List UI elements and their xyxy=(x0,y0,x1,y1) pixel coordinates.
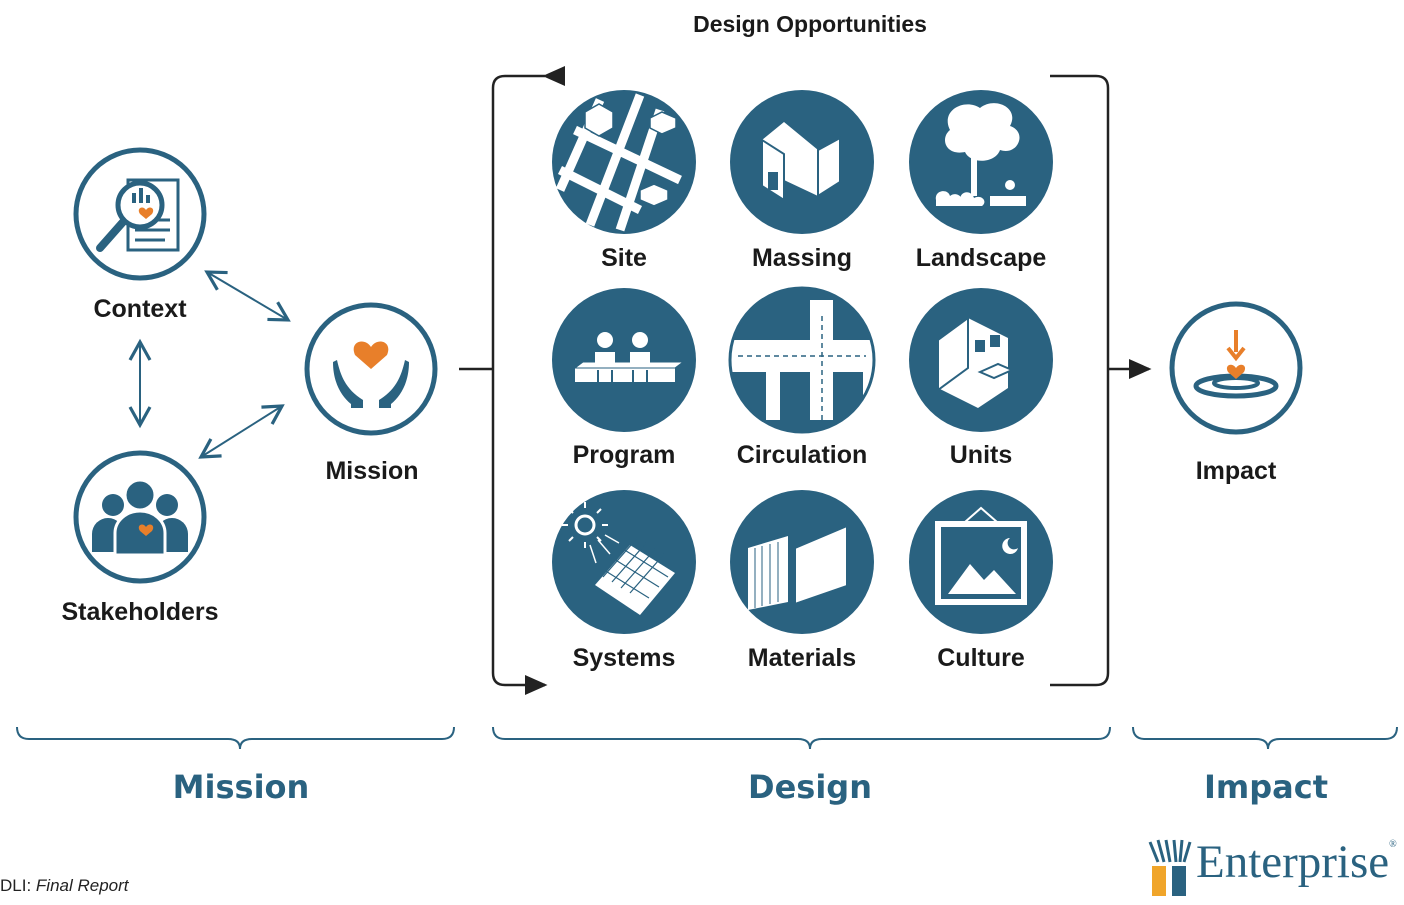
design-opportunities-heading: Design Opportunities xyxy=(693,11,927,37)
design-right-bracket xyxy=(1050,74,1110,687)
enterprise-logo-icon xyxy=(1148,839,1192,896)
materials-icon xyxy=(730,490,874,634)
opportunity-label-culture: Culture xyxy=(937,644,1025,672)
systems-icon xyxy=(552,490,696,634)
opportunity-label-circulation: Circulation xyxy=(736,441,868,469)
context-icon xyxy=(73,147,207,281)
mission-brace xyxy=(16,726,455,750)
opportunity-label-site: Site xyxy=(601,244,647,272)
opportunity-label-units: Units xyxy=(949,441,1013,469)
design-brace xyxy=(492,726,1111,750)
massing-icon xyxy=(730,90,874,234)
opportunity-label-landscape: Landscape xyxy=(915,244,1047,272)
impact-brace xyxy=(1132,726,1398,750)
opportunity-label-materials: Materials xyxy=(747,644,857,672)
arrow-stakeholders-mission xyxy=(198,404,285,459)
brand-mark: ® xyxy=(1389,839,1397,850)
design-left-bracket xyxy=(491,66,565,695)
program-icon xyxy=(552,288,696,432)
context-label: Context xyxy=(93,295,187,323)
units-icon xyxy=(909,288,1053,432)
opportunity-label-systems: Systems xyxy=(572,644,676,672)
site-icon xyxy=(552,90,696,234)
stakeholders-label: Stakeholders xyxy=(61,598,219,626)
circulation-icon xyxy=(728,286,876,434)
culture-icon xyxy=(909,490,1053,634)
phase-design: Design xyxy=(748,768,872,806)
enterprise-brand: Enterprise® xyxy=(1196,835,1397,889)
mission-label: Mission xyxy=(325,457,419,485)
phase-impact: Impact xyxy=(1203,768,1329,806)
arrow-context-mission xyxy=(204,270,291,322)
footer-prefix: DLI: xyxy=(0,876,36,895)
footer-citation: DLI: Final Report xyxy=(0,876,129,896)
footer-title: Final Report xyxy=(35,876,129,895)
landscape-icon xyxy=(909,90,1053,234)
brand-name: Enterprise xyxy=(1196,836,1390,888)
impact-icon xyxy=(1169,301,1303,435)
phase-mission: Mission xyxy=(172,768,310,806)
mission-icon xyxy=(304,302,438,436)
opportunity-label-program: Program xyxy=(572,441,676,469)
stakeholders-icon xyxy=(73,450,207,584)
impact-label: Impact xyxy=(1195,457,1277,485)
opportunity-label-massing: Massing xyxy=(751,244,853,272)
